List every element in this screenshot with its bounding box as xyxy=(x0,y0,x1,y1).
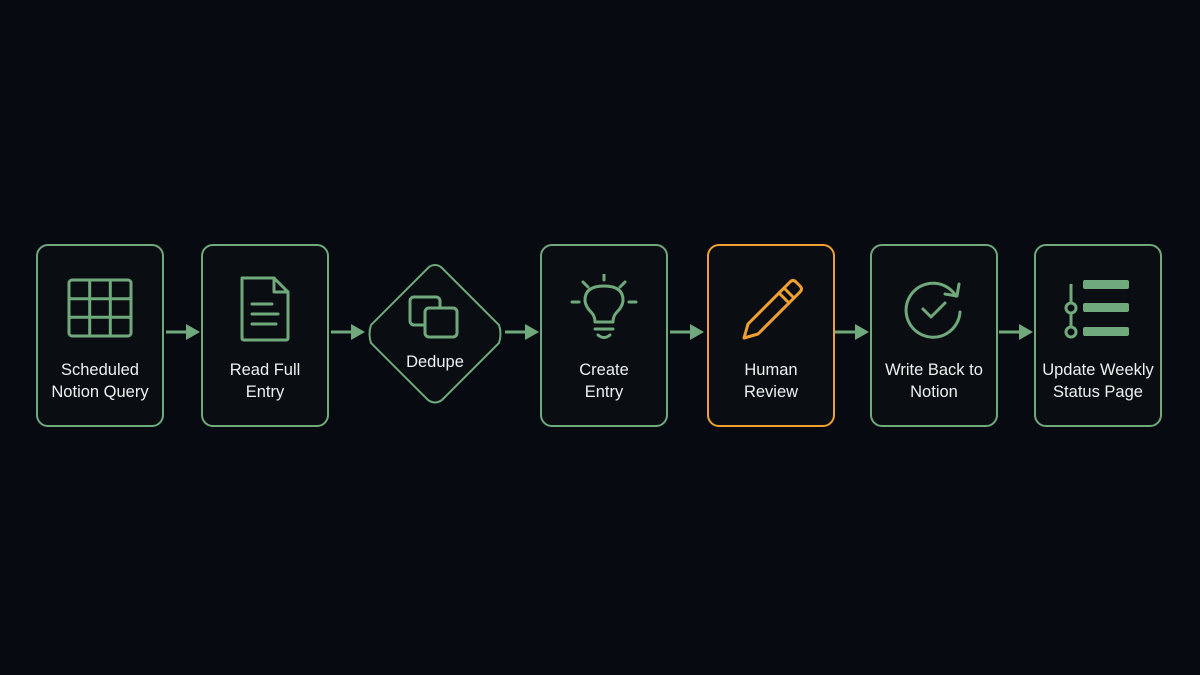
pencil-icon xyxy=(742,279,803,340)
step-label: Dedupe xyxy=(406,353,464,371)
step-dedupe-decision: Dedupe xyxy=(365,262,505,406)
step-read-full-entry: Read Full Entry xyxy=(201,244,329,427)
step-write-back-to-notion: Write Back to Notion xyxy=(870,244,998,427)
document-icon xyxy=(240,276,290,342)
step-update-weekly-status-page: Update Weekly Status Page xyxy=(1034,244,1162,427)
list-timeline-icon xyxy=(1064,280,1129,339)
step-scheduled-notion-query: Scheduled Notion Query xyxy=(36,244,164,427)
step-label: Read Full Entry xyxy=(229,361,301,401)
step-label: Human Review xyxy=(743,361,799,401)
flow-arrow xyxy=(505,324,539,340)
flow-arrow xyxy=(999,324,1033,340)
lightbulb-icon xyxy=(570,274,638,339)
sync-check-icon xyxy=(904,281,962,339)
step-label: Update Weekly Status Page xyxy=(1042,361,1154,401)
step-label: Create Entry xyxy=(579,361,629,401)
flow-arrow xyxy=(670,324,704,340)
flow-arrow xyxy=(331,324,365,340)
step-create-entry: Create Entry xyxy=(540,244,668,427)
flow-arrow xyxy=(166,324,200,340)
step-label: Scheduled Notion Query xyxy=(51,361,149,401)
duplicate-squares-icon xyxy=(408,295,459,339)
table-grid-icon xyxy=(67,278,133,338)
flow-arrow xyxy=(835,324,869,340)
step-human-review: Human Review xyxy=(707,244,835,427)
step-label: Write Back to Notion xyxy=(885,361,983,401)
